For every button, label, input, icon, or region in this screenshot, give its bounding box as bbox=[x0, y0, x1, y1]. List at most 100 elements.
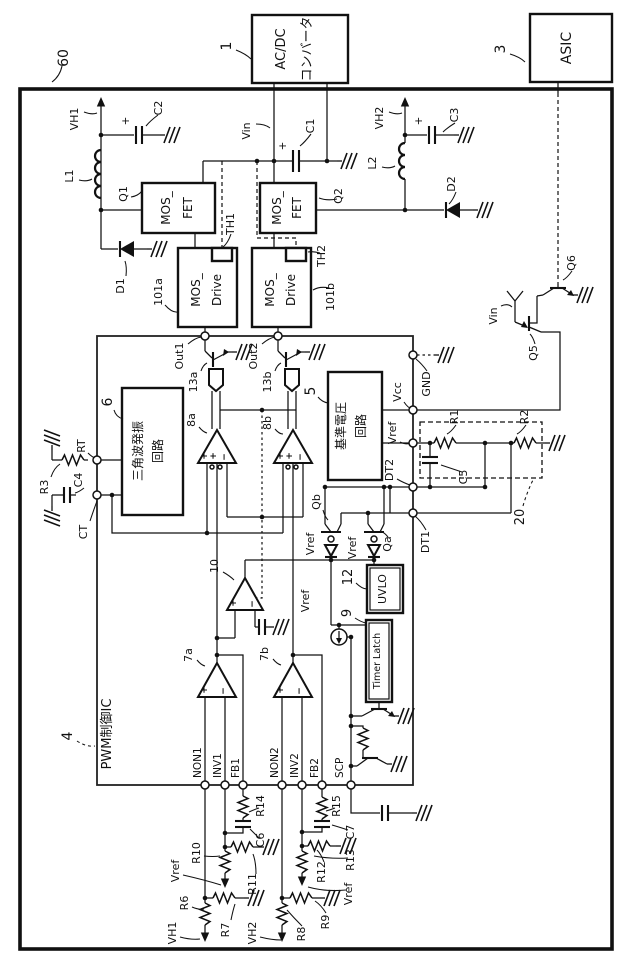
mark-plus: + bbox=[276, 686, 286, 694]
resistor-r9 bbox=[289, 892, 313, 904]
triangle-osc-block: 三角波発振 回路 6 bbox=[100, 386, 185, 517]
acdc-converter-block: AC/DC コンバータ 1 bbox=[219, 13, 350, 161]
vh1-arrow bbox=[96, 97, 106, 107]
pin-rt bbox=[92, 455, 102, 465]
callout-r3 bbox=[50, 463, 61, 478]
label-dt1: DT1 bbox=[419, 531, 432, 553]
label-vh2: VH2 bbox=[373, 107, 386, 130]
inductor-l2 bbox=[397, 141, 406, 181]
label-fb1: FB1 bbox=[230, 758, 242, 778]
pwm-comparator-8b: + + − 8b bbox=[261, 416, 314, 470]
ic-pins bbox=[92, 331, 418, 790]
callout-60 bbox=[51, 65, 63, 83]
ref-12: 12 bbox=[341, 569, 356, 586]
label-c3: C3 bbox=[448, 108, 461, 123]
pin-dt1 bbox=[408, 508, 418, 518]
drv2-label-1: MOS_ bbox=[263, 272, 277, 306]
pwm-ic-title: PWM制御IC bbox=[100, 699, 115, 770]
callout-vh1 bbox=[83, 111, 98, 115]
ground-icon bbox=[43, 505, 61, 527]
label-r13: R13 bbox=[344, 849, 357, 871]
label-q1: Q1 bbox=[117, 186, 130, 202]
resistor-r1 bbox=[433, 437, 457, 449]
vin-rail: + Vin C1 bbox=[202, 119, 358, 248]
callout-c4 bbox=[74, 487, 85, 494]
callout-vh2 bbox=[388, 111, 403, 115]
label-101b: 101b bbox=[324, 283, 337, 311]
deadtime-clamp: Qb Qa Vref Vref bbox=[245, 484, 413, 625]
label-r2: R2 bbox=[518, 410, 531, 425]
ground-icon bbox=[472, 201, 494, 219]
resistor-r12 bbox=[307, 840, 331, 852]
pin-scp bbox=[346, 780, 356, 790]
ref-3: 3 bbox=[493, 45, 509, 54]
label-r3: R3 bbox=[38, 480, 51, 495]
acdc-label-1: AC/DC bbox=[274, 28, 289, 69]
ground-icon bbox=[146, 240, 168, 258]
callout-c1 bbox=[299, 133, 312, 147]
ref-6: 6 bbox=[100, 397, 116, 406]
th2-line bbox=[256, 161, 297, 248]
c3-plus: + bbox=[413, 117, 425, 126]
drv1-label-1: MOS_ bbox=[189, 272, 203, 306]
ground-icon bbox=[304, 343, 326, 361]
ground-icon bbox=[159, 126, 181, 144]
callout-l2 bbox=[381, 165, 396, 169]
callout-7a bbox=[196, 659, 206, 667]
callout-dt1 bbox=[414, 515, 427, 531]
callout-101b bbox=[312, 286, 330, 291]
label-q5: Q5 bbox=[527, 345, 540, 361]
callout-gnd bbox=[415, 358, 428, 372]
label-r9: R9 bbox=[319, 915, 332, 930]
callout-101a bbox=[164, 304, 179, 313]
mark-plus: + bbox=[209, 452, 219, 460]
label-l1: L1 bbox=[63, 169, 76, 182]
resistor-r10 bbox=[219, 850, 231, 874]
callout-13a bbox=[200, 362, 208, 372]
callout-q1 bbox=[130, 190, 143, 198]
pin-vref bbox=[408, 438, 418, 448]
label-vh1: VH1 bbox=[68, 108, 81, 131]
callout-c2 bbox=[145, 114, 159, 127]
callout-dt2 bbox=[396, 478, 411, 486]
ref-9: 9 bbox=[340, 609, 355, 617]
label-vcc: Vcc bbox=[391, 382, 404, 402]
callout-out1 bbox=[187, 336, 202, 345]
vrefckt-label-2: 回路 bbox=[353, 414, 368, 438]
vref-feed-arrow bbox=[220, 878, 230, 888]
resistor-r13 bbox=[296, 850, 308, 874]
callout-q5 bbox=[529, 333, 536, 345]
pin-out2 bbox=[273, 331, 283, 341]
transistor-13a bbox=[208, 368, 224, 393]
diode-d1 bbox=[120, 241, 134, 257]
callout-d2 bbox=[448, 191, 457, 205]
callout-c5 bbox=[440, 464, 463, 473]
ref-1: 1 bbox=[219, 42, 235, 51]
label-r7: R7 bbox=[219, 923, 232, 938]
label-r12: R12 bbox=[315, 861, 328, 883]
resistor-r8 bbox=[276, 902, 288, 926]
ref-5: 5 bbox=[303, 387, 319, 396]
label-out1: Out1 bbox=[173, 343, 186, 370]
label-r8: R8 bbox=[295, 927, 308, 942]
pwm-comparator-8a: + + − 8a bbox=[185, 413, 238, 470]
resistor-r3 bbox=[61, 454, 85, 466]
mark-minus: − bbox=[248, 600, 258, 608]
label-101a: 101a bbox=[152, 278, 165, 306]
callout-vin2 bbox=[500, 304, 513, 308]
callout-r10 bbox=[203, 855, 221, 858]
callout-r2 bbox=[516, 424, 527, 435]
callout-r13 bbox=[313, 855, 349, 859]
callout-th2 bbox=[307, 251, 321, 254]
label-7b: 7b bbox=[258, 647, 271, 661]
callout-3 bbox=[509, 53, 526, 63]
pin-inv1 bbox=[220, 780, 230, 790]
mark-plus: + bbox=[229, 599, 239, 607]
callout-8b bbox=[274, 428, 284, 435]
label-vin-right: Vin bbox=[487, 307, 500, 324]
callout-10 bbox=[222, 571, 235, 581]
th1-tab bbox=[210, 246, 234, 263]
diode-d2 bbox=[446, 202, 460, 218]
ref-4: 4 bbox=[60, 731, 76, 740]
